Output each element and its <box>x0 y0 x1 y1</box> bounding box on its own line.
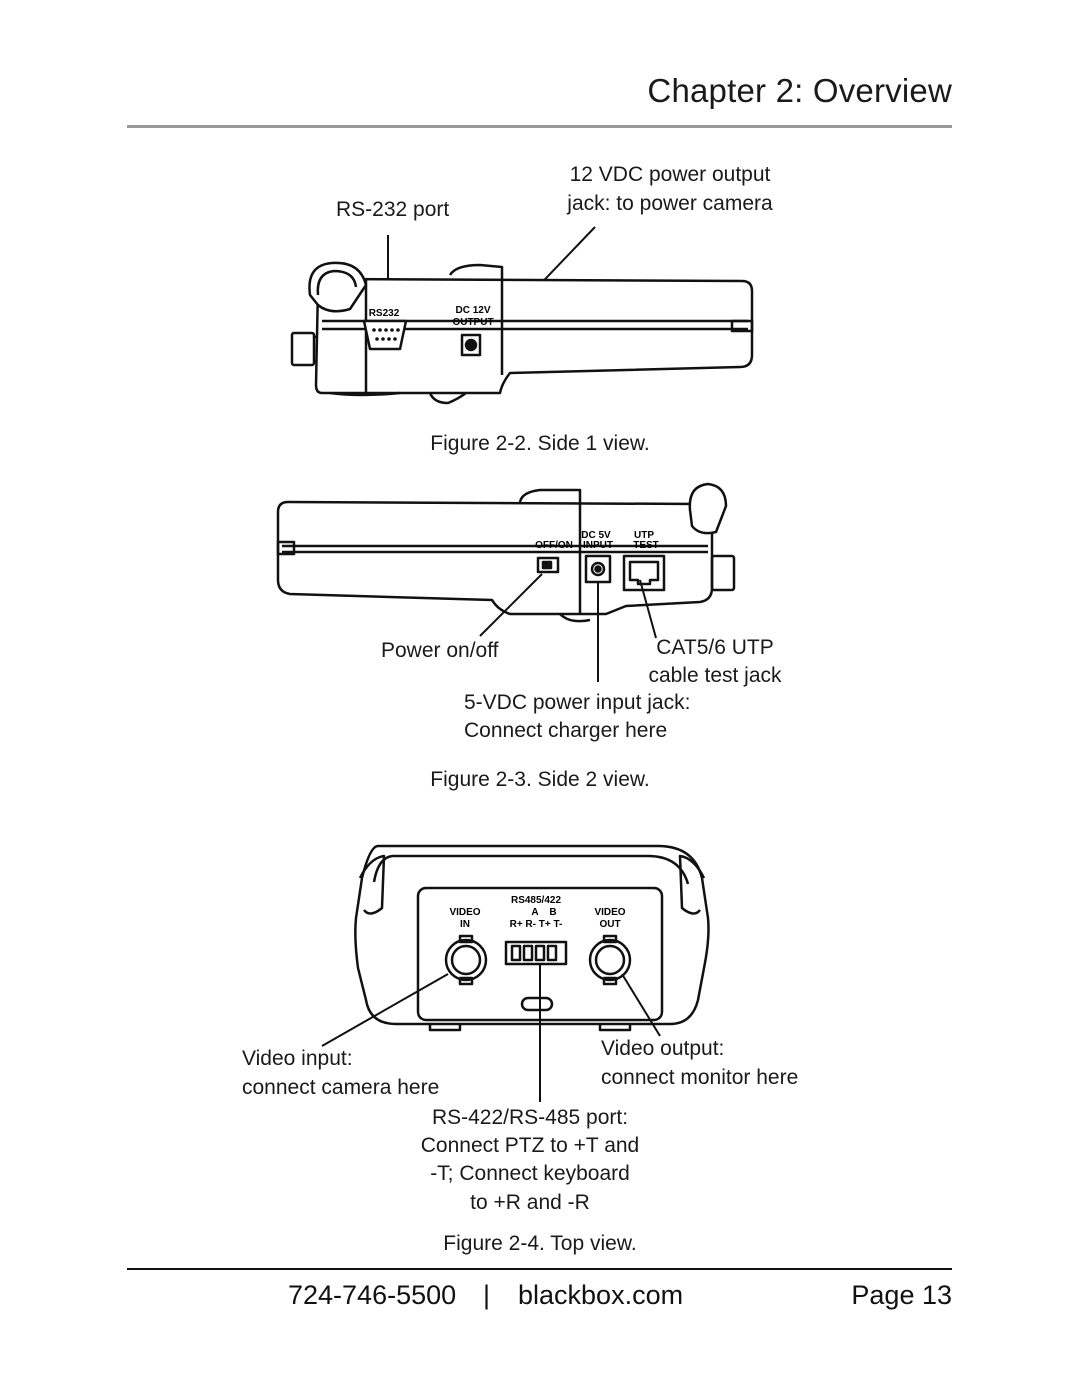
figure-caption-2-2: Figure 2-2. Side 1 view. <box>430 432 650 455</box>
callout-dc-output-line2: jack: to power camera <box>567 192 773 215</box>
side1-device-illustration: RS232 DC 12V OUTPUT <box>290 226 754 405</box>
figure-caption-2-3: Figure 2-3. Side 2 view. <box>430 768 650 791</box>
panel-label-test: TEST <box>633 540 659 551</box>
callout-rs232-port: RS-232 port <box>336 198 450 221</box>
callout-video-input-line2: connect camera here <box>242 1076 440 1099</box>
footer-rule <box>127 1268 952 1270</box>
footer-website: blackbox.com <box>518 1280 684 1310</box>
header-rule <box>127 125 952 128</box>
panel-label-offon: OFF/ON <box>535 540 573 551</box>
panel-label-rs485: RS485/422 <box>511 895 561 906</box>
callout-video-input-line1: Video input: <box>242 1047 353 1070</box>
callout-rs-port-line4: to +R and -R <box>470 1191 590 1214</box>
callout-5vdc-line1: 5-VDC power input jack: <box>464 691 691 714</box>
panel-label-ab: A B <box>531 907 556 918</box>
panel-label-video-in-1: VIDEO <box>449 907 480 918</box>
callout-cat-utp-line2: cable test jack <box>648 664 782 687</box>
panel-label-rs232: RS232 <box>369 308 400 319</box>
callout-rs-port-line3: -T; Connect keyboard <box>430 1162 630 1185</box>
callout-rs-port-line2: Connect PTZ to +T and <box>420 1134 640 1157</box>
footer-separator: | <box>483 1280 491 1310</box>
panel-label-dc12v: DC 12V <box>455 305 490 316</box>
footer-phone: 724-746-5500 <box>288 1280 457 1310</box>
footer-page-number: Page 13 <box>851 1280 952 1310</box>
panel-label-input: INPUT <box>583 540 613 551</box>
panel-label-dc5v: DC 5V <box>581 530 611 541</box>
callout-cat-utp-line1: CAT5/6 UTP <box>656 636 774 659</box>
panel-label-video-out-1: VIDEO <box>594 907 625 918</box>
panel-label-video-out-2: OUT <box>599 919 620 930</box>
panel-label-video-in-2: IN <box>460 919 470 930</box>
panel-label-rt: R+ R- T+ T- <box>510 919 563 930</box>
callout-rs-port-line1: RS-422/RS-485 port: <box>431 1106 629 1129</box>
panel-label-output: OUTPUT <box>452 317 493 328</box>
callout-5vdc-line2: Connect charger here <box>464 719 668 742</box>
figure-caption-2-4: Figure 2-4. Top view. <box>443 1232 637 1255</box>
chapter-title: Chapter 2: Overview <box>647 72 952 109</box>
top-device-illustration: RS485/422 A B R+ R- T+ T- VIDEO IN VIDEO… <box>321 844 710 1102</box>
callout-video-output-line1: Video output: <box>601 1037 725 1060</box>
callout-video-output-line2: connect monitor here <box>601 1066 799 1089</box>
callout-power-onoff: Power on/off <box>381 639 499 662</box>
side2-device-illustration: UTP DC 5V OFF/ON INPUT TEST <box>276 482 736 682</box>
callout-dc-output-line1: 12 VDC power output <box>569 163 771 186</box>
panel-label-utp: UTP <box>634 530 654 541</box>
